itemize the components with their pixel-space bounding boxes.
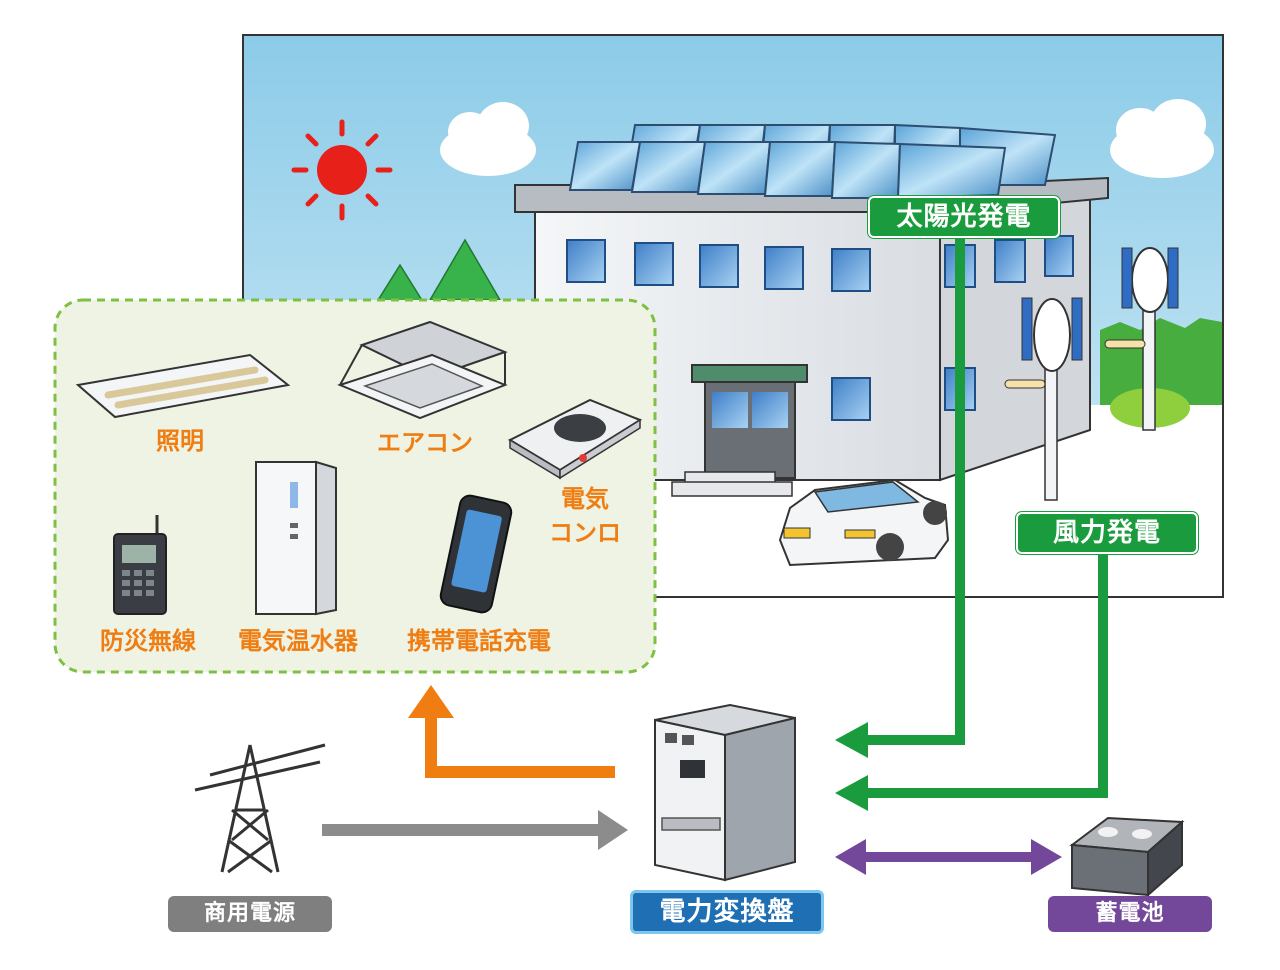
phone-charging-label: 携帯電話充電	[407, 627, 551, 655]
solar-flow-arrow	[835, 235, 965, 758]
battery-label: 蓄電池	[1048, 896, 1212, 932]
wind-power-label: 風力発電	[1016, 512, 1198, 554]
commercial-power-label: 商用電源	[168, 896, 332, 932]
battery-icon	[1069, 816, 1185, 898]
supply-flow-arrow	[408, 685, 615, 778]
water-heater-label: 電気温水器	[238, 627, 358, 655]
wind-turbine-icon	[1004, 297, 1083, 501]
radio-icon	[113, 515, 167, 615]
water-heater-icon	[255, 460, 337, 616]
stove-label-line2: コンロ	[549, 519, 621, 547]
car-icon	[778, 478, 950, 567]
wind-flow-arrow	[835, 550, 1108, 811]
radio-label: 防災無線	[100, 627, 196, 655]
sun-icon	[291, 119, 393, 221]
air-conditioner-icon	[337, 320, 508, 420]
lighting-label: 照明	[156, 427, 204, 455]
smartphone-icon	[439, 494, 513, 614]
induction-stove-icon	[507, 398, 643, 480]
cloud-icon	[440, 102, 536, 176]
solar-power-label: 太陽光発電	[868, 196, 1060, 238]
cloud-icon	[1110, 99, 1214, 178]
grid-flow-arrow	[322, 810, 628, 850]
ceiling-light-icon	[75, 353, 291, 419]
power-tower-icon	[194, 743, 326, 874]
wind-turbine-icon	[1104, 247, 1179, 431]
power-converter-icon	[654, 703, 796, 882]
power-converter-label: 電力変換盤	[630, 890, 824, 934]
stove-label-line1: 電気	[561, 485, 609, 513]
solar-panel-icon	[568, 123, 1057, 200]
aircon-label: エアコン	[377, 429, 473, 457]
battery-flow-arrow	[835, 839, 1062, 875]
